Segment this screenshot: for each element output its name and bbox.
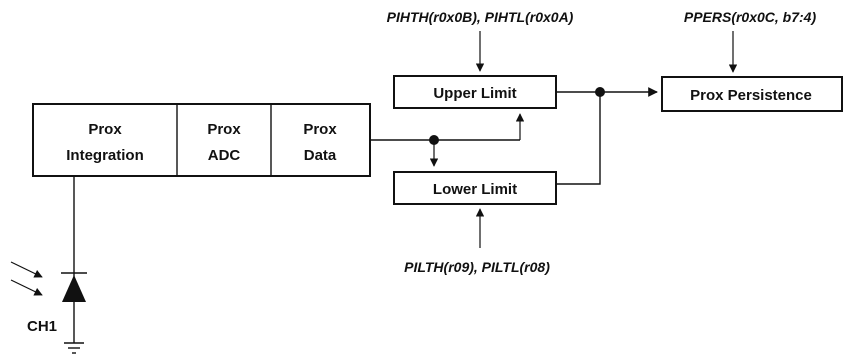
lower-threshold-register-label: PILTH(r09), PILTL(r08) [404, 259, 550, 275]
prox-persistence-box [661, 76, 843, 112]
upper-limit-label: Upper Limit [433, 85, 516, 102]
prox-adc-label-line2: ADC [208, 147, 241, 164]
lower-limit-output-wire [556, 92, 601, 185]
prox-data-label-line1: Prox [303, 121, 337, 138]
persistence-register-label: PPERS(r0x0C, b7:4) [684, 9, 817, 25]
prox-data-label-line2: Data [304, 147, 337, 164]
light-ray-lower-arrow [10, 279, 43, 296]
prox-integration-label-line1: Prox [88, 121, 122, 138]
lower-limit-box [393, 171, 557, 205]
prox-persistence-block: Prox Persistence [661, 76, 843, 112]
upper-limit-block: Upper Limit [393, 75, 557, 109]
ground-icon [64, 342, 84, 354]
photodiode-icon [62, 275, 86, 302]
prox-chain-outline [32, 103, 371, 177]
prox-integration-label-line2: Integration [66, 147, 144, 164]
prox-chain-block: Prox Integration Prox ADC Prox Data [32, 103, 371, 177]
photodiode-circuit: CH1 [10, 176, 87, 354]
light-ray-upper-arrow [10, 261, 43, 278]
lower-limit-block: Lower Limit [393, 171, 557, 205]
lower-limit-label: Lower Limit [433, 181, 517, 198]
photodiode-channel-label: CH1 [27, 318, 57, 335]
upper-threshold-register-label: PIHTH(r0x0B), PIHTL(r0x0A) [387, 9, 574, 25]
prox-adc-label-line1: Prox [207, 121, 241, 138]
prox-persistence-label: Prox Persistence [690, 87, 812, 104]
